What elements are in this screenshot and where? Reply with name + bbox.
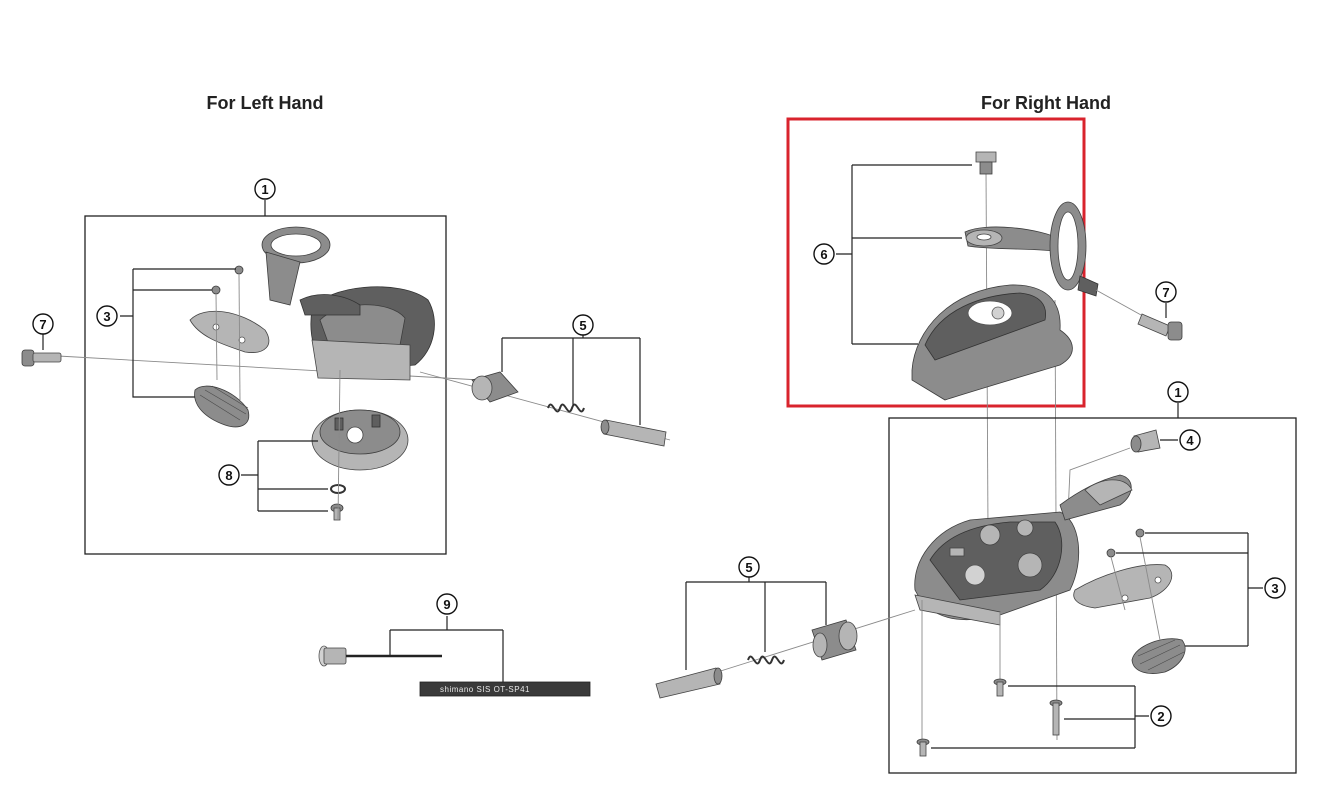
right-callout-1: 1 bbox=[1167, 381, 1189, 403]
right-thumb-pad bbox=[1131, 638, 1186, 674]
svg-text:5: 5 bbox=[745, 560, 752, 575]
left-callout-3-leader bbox=[120, 268, 236, 398]
svg-text:1: 1 bbox=[1174, 385, 1181, 400]
left-base-screw bbox=[330, 503, 344, 521]
left-base-axis bbox=[337, 369, 341, 521]
svg-text:2: 2 bbox=[1157, 709, 1164, 724]
left-coil-spring bbox=[547, 403, 585, 413]
svg-text:5: 5 bbox=[579, 318, 586, 333]
right-clamp-top-bolt bbox=[975, 151, 997, 175]
right-cover bbox=[911, 284, 1073, 401]
right-lever-screws bbox=[1106, 528, 1161, 641]
left-callout-5-leader bbox=[501, 326, 641, 425]
right-shifter-mechanism bbox=[914, 511, 1080, 626]
cable-callout-9: 9 bbox=[436, 593, 458, 615]
right-bottom-screw-b bbox=[1049, 699, 1063, 736]
cable-group: shimano SIS OT-SP41 9 bbox=[318, 593, 591, 697]
left-shifter-body bbox=[299, 286, 435, 381]
left-base-plate bbox=[311, 409, 409, 471]
left-callout-5: 5 bbox=[572, 314, 594, 336]
right-cap-bolt-4 bbox=[1130, 429, 1161, 453]
outer-casing: shimano SIS OT-SP41 bbox=[419, 681, 591, 697]
left-callout-3: 3 bbox=[96, 305, 118, 327]
right-callout-5: 5 bbox=[738, 556, 760, 578]
right-spring-pin bbox=[655, 667, 723, 699]
right-bottom-screw-c bbox=[916, 738, 930, 757]
right-callout-2: 2 bbox=[1150, 705, 1172, 727]
right-handlebar-clamp bbox=[964, 201, 1099, 297]
inner-cable bbox=[318, 645, 442, 667]
right-callout-6: 6 bbox=[813, 243, 835, 265]
left-callout-8-leader bbox=[241, 440, 328, 512]
cable-print-text: shimano SIS OT-SP41 bbox=[440, 685, 530, 694]
heading-left-hand: For Left Hand bbox=[207, 93, 324, 113]
left-clamp-bolt-7 bbox=[21, 349, 62, 367]
svg-text:6: 6 bbox=[820, 247, 827, 262]
right-bottom-screw-a bbox=[993, 678, 1007, 697]
left-spring-pin bbox=[600, 419, 667, 447]
left-adjuster-barrel bbox=[471, 371, 519, 403]
svg-text:4: 4 bbox=[1186, 433, 1194, 448]
right-callout-3: 3 bbox=[1264, 577, 1286, 599]
left-callout-8: 8 bbox=[218, 464, 240, 486]
right-callout-7: 7 bbox=[1155, 281, 1177, 303]
left-callout-1: 1 bbox=[254, 178, 276, 200]
right-coil-spring bbox=[747, 655, 785, 665]
right-upper-lever bbox=[1059, 474, 1133, 521]
right-hand-group: 6 7 1 4 bbox=[655, 117, 1297, 774]
right-callout-3-leader bbox=[1116, 532, 1263, 647]
right-assembly-frame bbox=[888, 417, 1297, 774]
svg-text:3: 3 bbox=[103, 309, 110, 324]
heading-right-hand: For Right Hand bbox=[981, 93, 1111, 113]
svg-text:1: 1 bbox=[261, 182, 268, 197]
svg-text:8: 8 bbox=[225, 468, 232, 483]
svg-text:7: 7 bbox=[1162, 285, 1169, 300]
right-callout-6-leader bbox=[836, 164, 972, 345]
left-callout-7: 7 bbox=[32, 313, 54, 335]
svg-text:9: 9 bbox=[443, 597, 450, 612]
right-callout-2-leader bbox=[931, 685, 1149, 749]
right-clamp-bolt-7 bbox=[1137, 313, 1183, 341]
right-callout-4: 4 bbox=[1179, 429, 1201, 451]
left-thumb-pad bbox=[194, 385, 250, 428]
left-hand-group: 1 7 bbox=[21, 178, 671, 555]
svg-text:3: 3 bbox=[1271, 581, 1278, 596]
right-callout-5-leader bbox=[685, 570, 827, 670]
svg-text:7: 7 bbox=[39, 317, 46, 332]
right-adjuster-barrel bbox=[811, 619, 858, 661]
left-assembly-frame bbox=[84, 215, 447, 555]
cable-callout-9-leader bbox=[389, 616, 504, 682]
left-release-lever bbox=[189, 310, 270, 353]
right-clamp-bolt-axis bbox=[1095, 289, 1151, 321]
left-handlebar-clamp bbox=[261, 226, 331, 306]
